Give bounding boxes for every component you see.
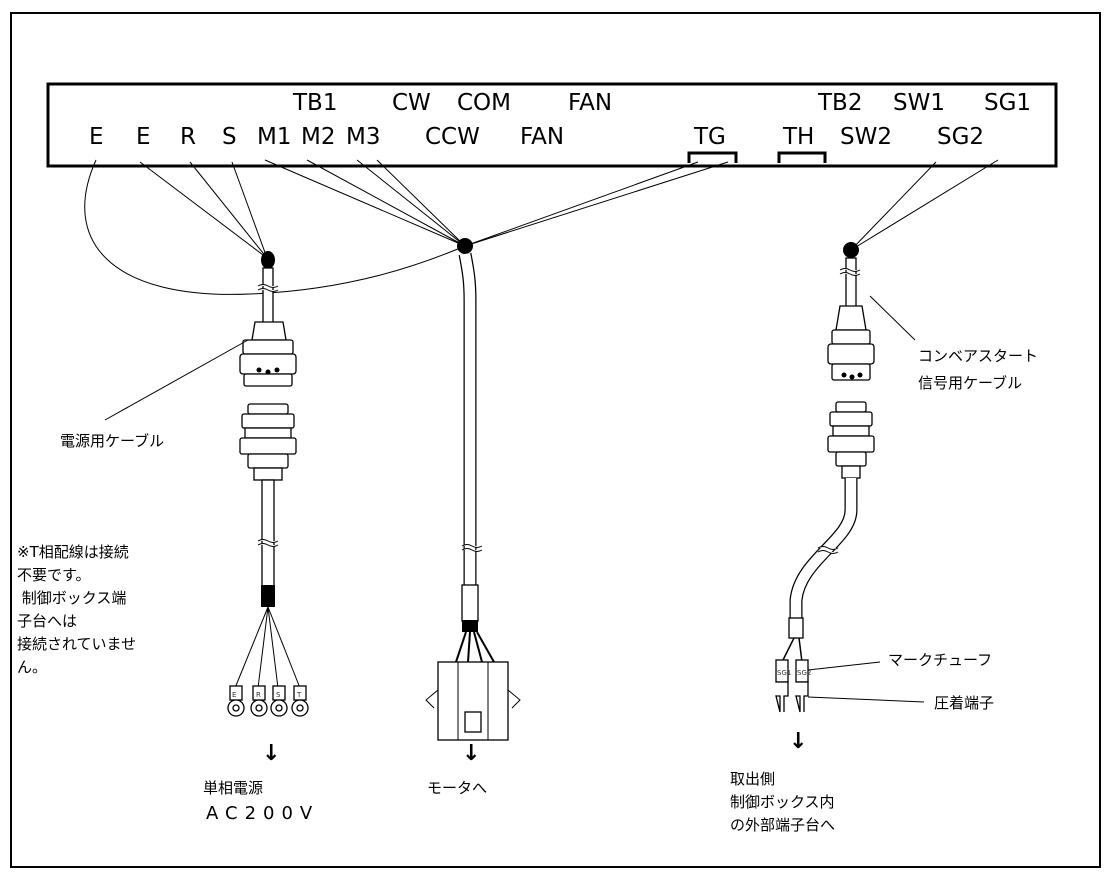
motor-cable <box>425 252 521 741</box>
terminal-block <box>46 82 1058 168</box>
power-cable <box>227 267 309 717</box>
signal-arrow: ↓ <box>789 729 807 754</box>
t-phase-note: ※T相配線は接続 不要です。 制御ボックス端 子台へは 接続されていませ ん。 <box>17 543 136 676</box>
tg-bracket <box>687 151 738 163</box>
mark-tube-label: マークチューフ <box>888 651 992 669</box>
note-line-1: ※T相配線は接続 <box>17 543 129 561</box>
signal-destination-line-2: 制御ボックス内 <box>730 793 835 811</box>
signal-cable-label-line-1: コンベアスタート <box>918 347 1038 365</box>
power-arrow: ↓ <box>262 741 280 766</box>
note-line-4: 子台へは <box>17 612 77 630</box>
mark-tube-tag-sg1: SG1 <box>777 669 791 677</box>
terminal-label-e2: E <box>136 124 151 150</box>
motor-wires <box>264 159 729 247</box>
signal-destination-line-3: の外部端子台へ <box>730 816 835 834</box>
terminal-label-ccw: CCW <box>425 124 480 150</box>
terminal-tag-e: E <box>232 691 236 699</box>
terminal-label-fan-lower: FAN <box>520 124 564 150</box>
terminal-label-com: COM <box>457 90 511 116</box>
terminal-tag-r: R <box>256 691 261 699</box>
signal-destination-line-1: 取出側 <box>730 770 775 788</box>
power-destination-line-1: 単相電源 <box>203 779 263 797</box>
th-bracket <box>777 151 827 163</box>
terminal-label-r: R <box>180 124 196 150</box>
terminal-label-tg: TG <box>693 124 726 150</box>
power-cable-label: 電源用ケーブル <box>60 432 164 450</box>
note-line-6: ん。 <box>17 658 47 676</box>
power-wires <box>84 159 466 295</box>
terminal-label-tb2: TB2 <box>817 90 862 116</box>
terminal-label-sw1: SW1 <box>893 90 945 116</box>
motor-destination: モータへ <box>427 779 487 797</box>
terminal-label-m3: M3 <box>346 124 380 150</box>
terminal-tag-t: T <box>296 691 302 699</box>
crimp-terminal-label: 圧着端子 <box>934 694 994 712</box>
signal-cable-label-line-2: 信号用ケーブル <box>918 374 1022 392</box>
terminal-tag-s: S <box>276 691 281 699</box>
motor-junction-dot <box>457 238 473 254</box>
terminal-label-sg2: SG2 <box>937 124 984 150</box>
power-cable-leader <box>104 339 249 421</box>
signal-cable <box>775 257 875 713</box>
terminal-label-s: S <box>222 124 237 150</box>
mark-tube-tag-sg2: SG2 <box>797 669 811 677</box>
terminal-label-sg1: SG1 <box>984 90 1031 116</box>
power-junction-dot <box>261 251 275 269</box>
power-destination-line-2: AC200V <box>206 803 319 824</box>
terminal-label-e1: E <box>89 124 104 150</box>
mark-tube-leader <box>807 661 881 671</box>
terminal-label-sw2: SW2 <box>840 124 892 150</box>
note-line-5: 接続されていませ <box>17 635 136 653</box>
signal-wires <box>850 159 999 251</box>
terminal-label-tb1: TB1 <box>292 90 337 116</box>
crimp-terminal-leader <box>807 696 925 703</box>
signal-cable-leader <box>869 295 916 341</box>
note-line-3: 制御ボックス端 <box>17 589 126 607</box>
signal-junction-dot <box>843 242 859 258</box>
terminal-label-m1: M1 <box>257 124 291 150</box>
motor-arrow: ↓ <box>462 741 480 766</box>
terminal-label-th: TH <box>782 124 814 150</box>
terminal-label-fan-upper: FAN <box>568 90 612 116</box>
terminal-label-m2: M2 <box>301 124 335 150</box>
note-line-2: 不要です。 <box>17 566 91 584</box>
terminal-label-cw: CW <box>392 90 431 116</box>
